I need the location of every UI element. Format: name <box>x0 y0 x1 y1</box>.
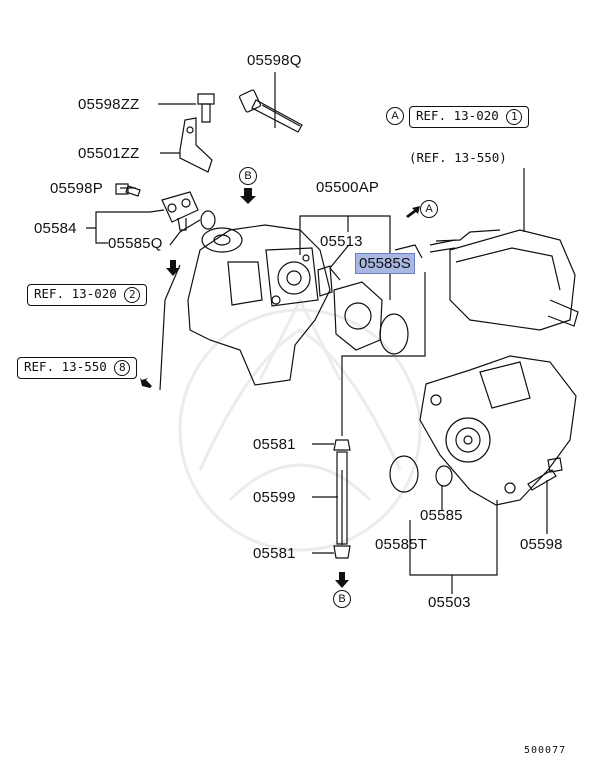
ref-13-020-left[interactable]: REF. 13-020 2 <box>27 284 148 306</box>
ref-13-020-left-text: REF. 13-020 <box>34 286 117 301</box>
hose-05599 <box>333 439 351 559</box>
arrows <box>140 188 420 588</box>
watermark-emblem <box>178 296 422 552</box>
marker-b-bottom: B <box>333 590 351 608</box>
vacuum-pump-body <box>187 224 333 386</box>
o-ring-05585t <box>389 455 419 493</box>
label-05501zz: 05501ZZ <box>78 145 140 162</box>
marker-b-top: B <box>239 167 257 185</box>
sensor-05584 <box>161 191 199 231</box>
ref-13-550-left-text: REF. 13-550 <box>24 359 107 374</box>
ref-13-020-top-text: REF. 13-020 <box>416 108 499 123</box>
label-05503: 05503 <box>428 594 471 611</box>
label-05585t: 05585T <box>375 536 428 553</box>
label-05598q: 05598Q <box>247 52 302 69</box>
label-05513: 05513 <box>320 233 363 250</box>
label-05581-bottom: 05581 <box>253 545 296 562</box>
label-05584: 05584 <box>34 220 77 237</box>
label-05599: 05599 <box>253 489 296 506</box>
label-05598p: 05598P <box>50 180 103 197</box>
bolt-05598zz <box>197 93 215 123</box>
marker-a-top: A <box>386 107 404 125</box>
label-05585q: 05585Q <box>108 235 163 252</box>
o-ring-large <box>379 313 409 355</box>
o-ring-05585 <box>435 465 453 487</box>
label-05585: 05585 <box>420 507 463 524</box>
ref-13-550-left[interactable]: REF. 13-550 8 <box>17 357 138 379</box>
bracket-05501zz <box>179 117 213 173</box>
ref-13-550-left-number: 8 <box>114 360 131 376</box>
harness-connector <box>429 229 579 331</box>
bolt-05598 <box>527 457 563 491</box>
ref-13-020-top[interactable]: REF. 13-020 1 <box>409 106 530 128</box>
label-05500ap: 05500AP <box>316 179 380 196</box>
diagram-id: 500077 <box>524 745 567 756</box>
label-05585s-highlighted[interactable]: 05585S <box>355 253 415 274</box>
bolt-05598p <box>115 183 141 197</box>
leader-lines <box>86 72 548 594</box>
bolt-05598q <box>239 89 303 133</box>
ref-13-550-open[interactable]: (REF. 13-550) <box>409 150 507 165</box>
label-05598: 05598 <box>520 536 563 553</box>
label-05598zz: 05598ZZ <box>78 96 140 113</box>
vacuum-pump-05503 <box>419 355 577 506</box>
ref-13-020-top-number: 1 <box>506 109 523 125</box>
label-05581-top: 05581 <box>253 436 296 453</box>
ref-13-020-left-number: 2 <box>124 287 141 303</box>
marker-a-mid: A <box>420 200 438 218</box>
o-ring-05585q <box>200 210 216 230</box>
